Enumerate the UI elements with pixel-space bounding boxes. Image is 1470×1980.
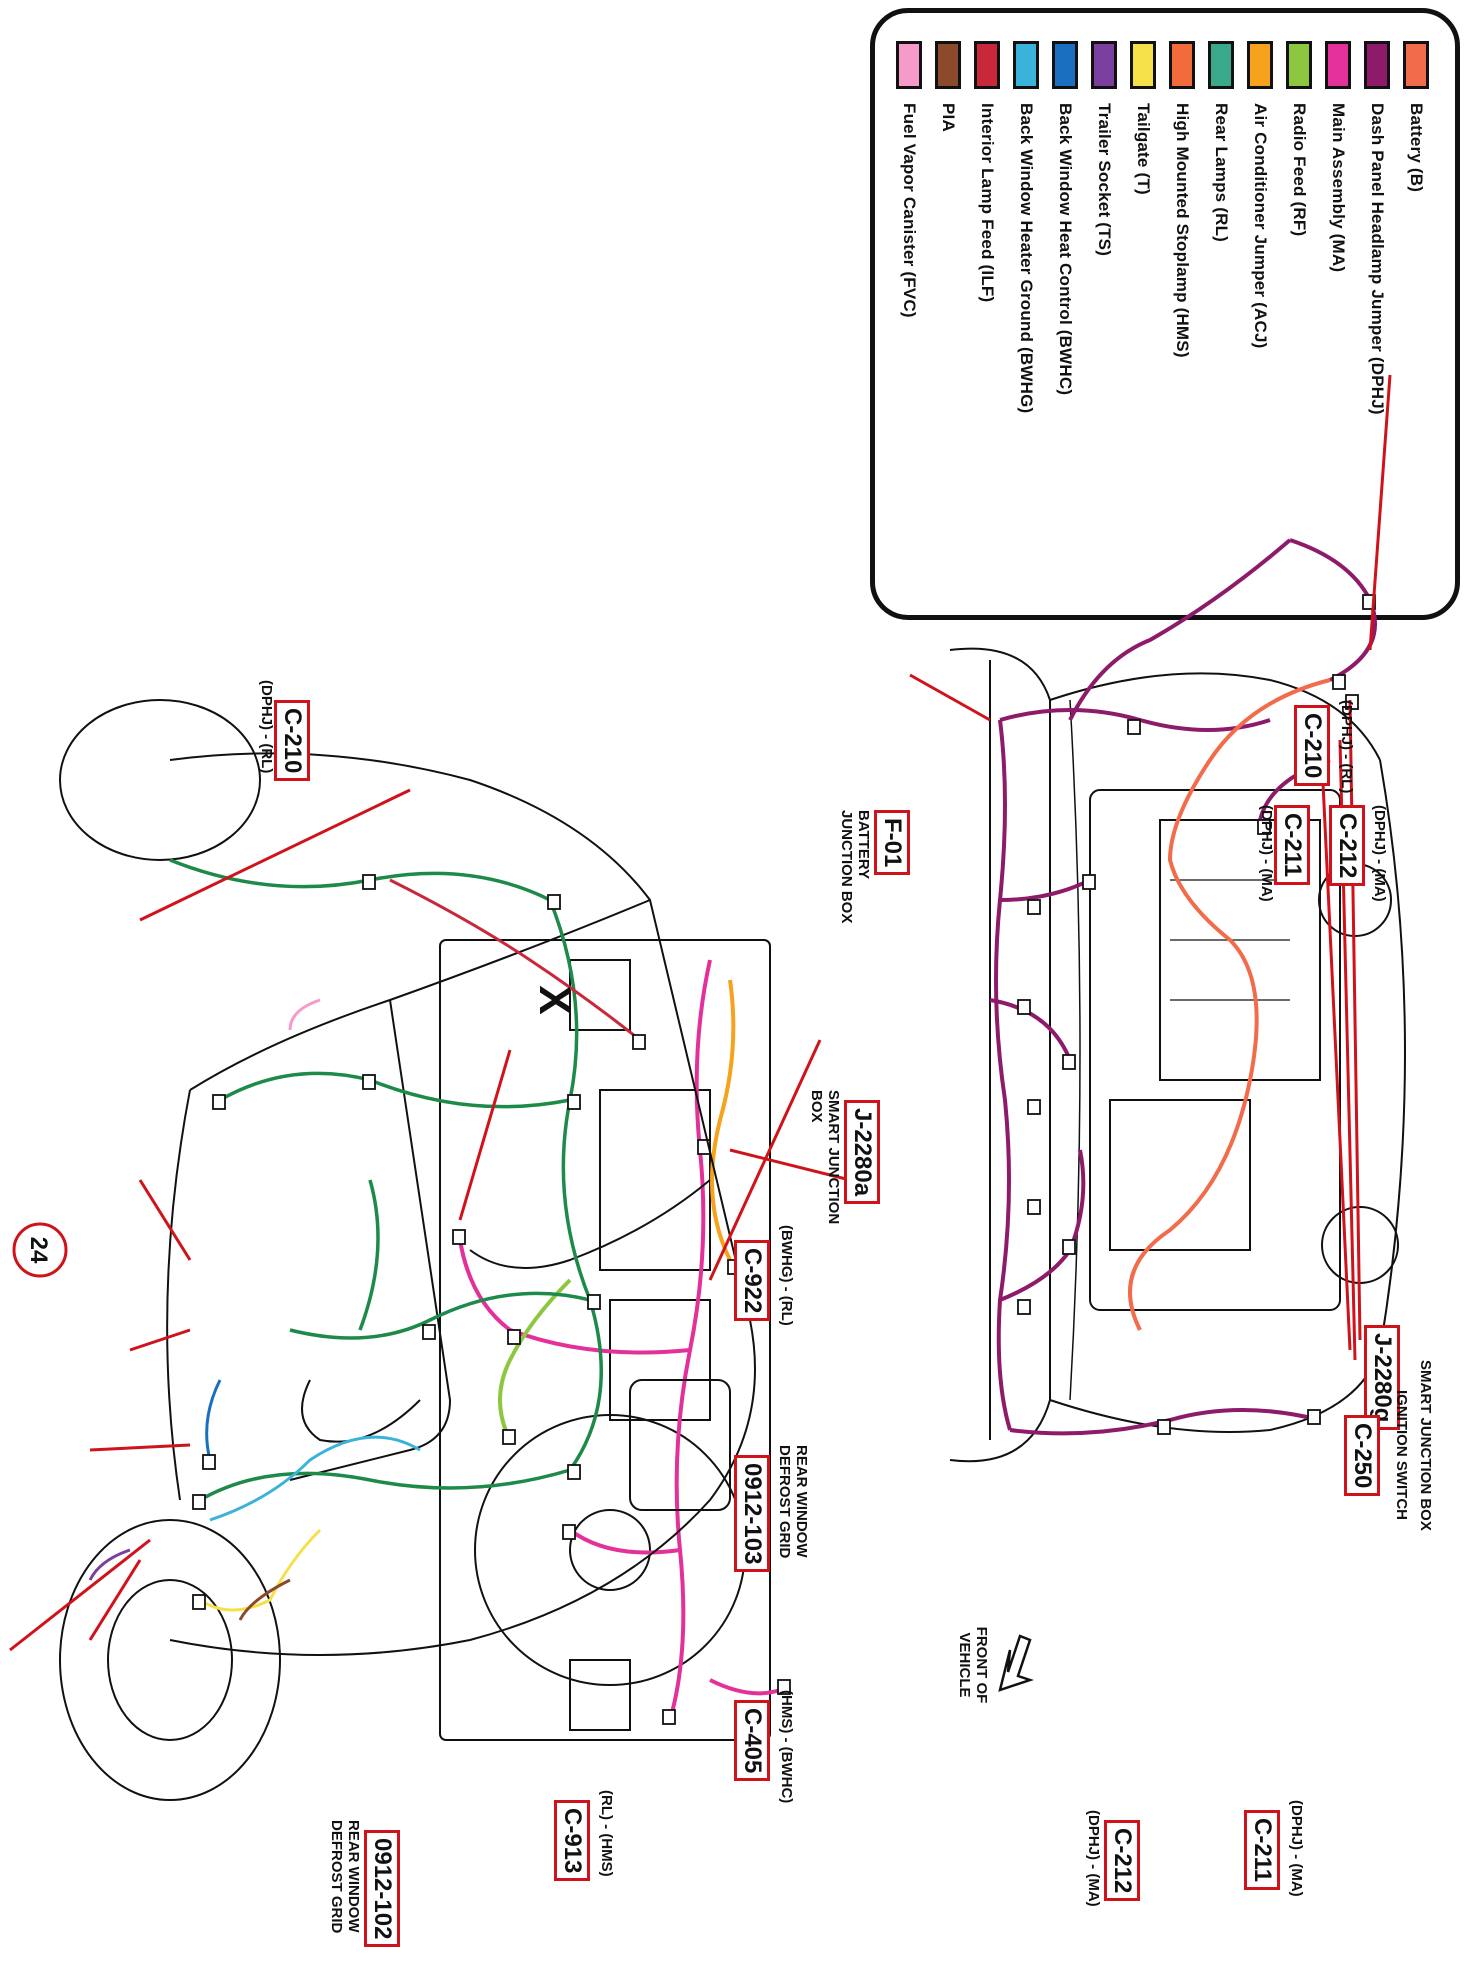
rear-body-connectors — [192, 874, 646, 1610]
engine-bay-harness-battery — [1128, 678, 1331, 1331]
callout-f-01-sub: BATTERY JUNCTION BOX — [838, 810, 872, 924]
engine-bay-connectors — [1017, 594, 1376, 1435]
callout-engine-c-211-sub: (DPHJ) - (MA) — [1258, 805, 1275, 902]
front-of-vehicle-label: FRONT OF VEHICLE — [956, 1626, 990, 1704]
rear-body-x-mark: X — [530, 985, 579, 1014]
callout-engine-c-210-sub: (DPHJ) - (RL) — [1338, 700, 1355, 794]
callout-f-01[interactable]: F-01 — [874, 810, 910, 876]
callout-c-922-sub: (BWHG) - (RL) — [778, 1225, 795, 1326]
front-of-vehicle-arrow — [998, 1634, 1034, 1692]
callout-0912-103-sub: REAR WINDOW DEFROST GRID — [776, 1445, 810, 1559]
callout-0912-102-sub: REAR WINDOW DEFROST GRID — [328, 1820, 362, 1934]
callout-c-922[interactable]: C-922 — [734, 1240, 770, 1322]
rear-body-harness-other — [88, 878, 641, 1621]
callout-engine-c-212[interactable]: C-212 — [1329, 805, 1365, 887]
callout-engine-c-211[interactable]: C-211 — [1274, 805, 1310, 886]
reference-badge: 24 — [12, 1222, 68, 1278]
callout-dash-c-211[interactable]: C-211 — [1244, 1810, 1280, 1891]
callout-engine-c-210[interactable]: C-210 — [1294, 705, 1330, 787]
callout-c-405[interactable]: C-405 — [734, 1700, 770, 1782]
callout-0912-103[interactable]: 0912-103 — [734, 1455, 770, 1573]
callout-leader-lines — [9, 374, 1392, 1652]
callout-dash-c-212-sub: (DPHJ) - (MA) — [1085, 1810, 1102, 1907]
callout-rear-c-210[interactable]: C-210 — [274, 700, 310, 782]
rear-body-view — [59, 699, 756, 1801]
callout-c-405-sub: (HMS) - (BWHC) — [778, 1690, 795, 1804]
callout-rear-c-210-sub: (DPHJ) - (RL) — [258, 680, 275, 774]
engine-bay-view — [949, 647, 1406, 1463]
svg-text:24: 24 — [25, 1237, 52, 1264]
rear-body-harness-rl — [169, 858, 603, 1502]
callout-j-2280a[interactable]: J-2280a — [844, 1100, 880, 1205]
dash-panel-connectors — [452, 1139, 791, 1725]
callout-c-913-sub: (RL) - (HMS) — [598, 1790, 615, 1877]
callout-c-250[interactable]: C-250 — [1344, 1415, 1380, 1497]
callout-0912-102[interactable]: 0912-102 — [364, 1830, 400, 1948]
callout-c-913[interactable]: C-913 — [554, 1800, 590, 1882]
callout-j-2280a-sub: SMART JUNCTION BOX — [808, 1090, 842, 1225]
callout-engine-c-212-sub: (DPHJ) - (MA) — [1371, 805, 1388, 902]
svg-text:X: X — [530, 985, 579, 1014]
callout-c-250-sub: IGNITION SWITCH — [1393, 1390, 1410, 1520]
callout-dash-c-211-sub: (DPHJ) - (MA) — [1288, 1800, 1305, 1897]
callout-dash-c-212[interactable]: C-212 — [1104, 1820, 1140, 1902]
engine-bay-smart-junction-box-title: SMART JUNCTION BOX — [1417, 1360, 1434, 1531]
